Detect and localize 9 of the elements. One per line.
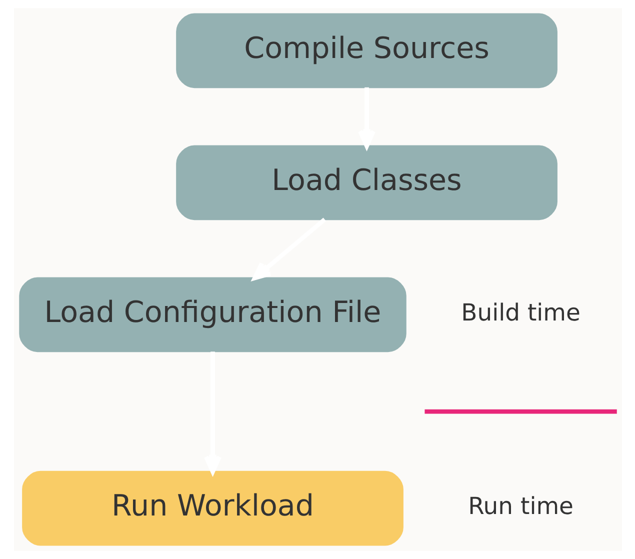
node-box: Run Workload [22,470,403,546]
label: Run time [468,492,573,520]
node-box: Compile Sources [176,13,557,88]
arrow [252,218,326,280]
node-box: Load Classes [176,145,557,220]
node-box: Load Configuration File [18,277,406,352]
arrow [203,352,222,474]
arrow [357,87,376,148]
label: Build time [460,298,580,326]
